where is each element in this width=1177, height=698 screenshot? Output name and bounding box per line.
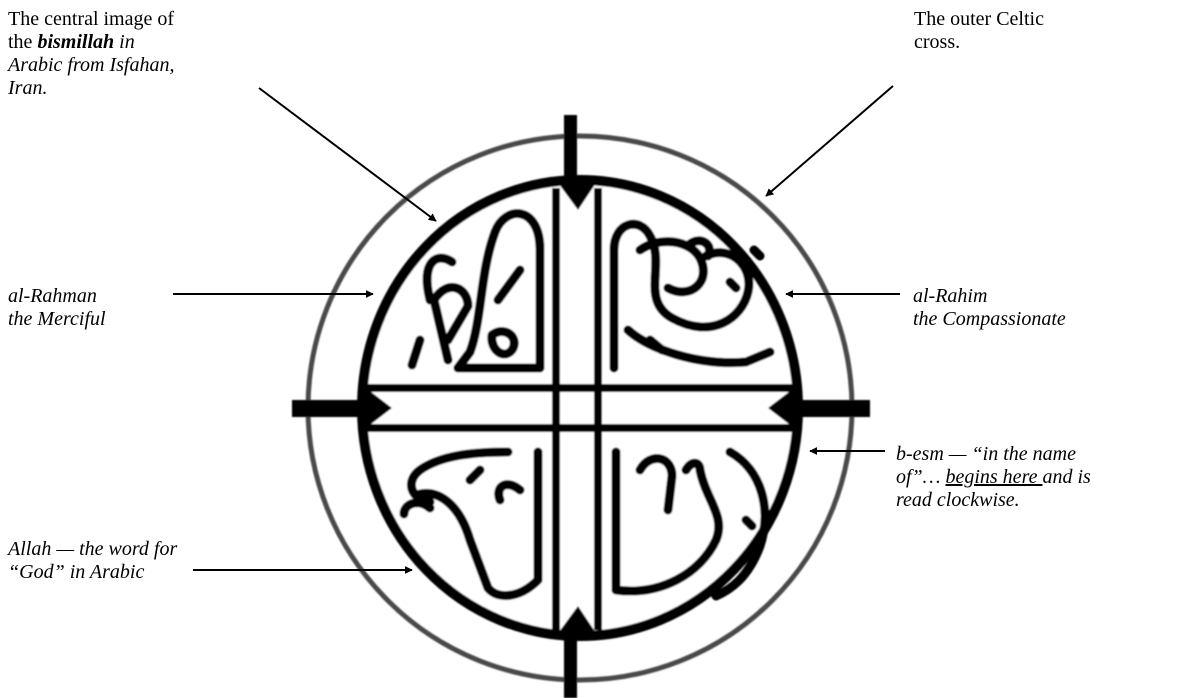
label-besm-line1: b-esm — “in the name — [896, 443, 1091, 466]
label-central-line1: The central image of — [8, 8, 174, 31]
label-celtic-line2: cross. — [914, 31, 1044, 54]
label-central-line2: the bismillah in — [8, 31, 174, 54]
arrow-central — [259, 88, 436, 221]
label-b-esm: b-esm — “in the name of”… begins here an… — [896, 443, 1091, 512]
label-central-line3: Arabic from Isfahan, — [8, 54, 174, 77]
label-allah-line2: “God” in Arabic — [8, 561, 177, 584]
label-al-rahim: al-Rahim the Compassionate — [913, 285, 1066, 331]
label-central-line4: Iran. — [8, 77, 174, 100]
begins-here-text: begins here — [945, 466, 1042, 488]
label-rahim-line2: the Compassionate — [913, 308, 1066, 331]
label-celtic-line1: The outer Celtic — [914, 8, 1044, 31]
label-allah-line1: Allah — the word for — [8, 538, 177, 561]
label-rahim-line1: al-Rahim — [913, 285, 1066, 308]
label-besm-line2: of”… begins here and is — [896, 466, 1091, 489]
arrow-celtic — [766, 86, 893, 196]
label-allah: Allah — the word for “God” in Arabic — [8, 538, 177, 584]
label-central-image: The central image of the bismillah in Ar… — [8, 8, 174, 100]
label-rahman-line2: the Merciful — [8, 308, 106, 331]
label-rahman-line1: al-Rahman — [8, 285, 106, 308]
label-besm-line3: read clockwise. — [896, 489, 1091, 512]
label-celtic-cross: The outer Celtic cross. — [914, 8, 1044, 54]
label-al-rahman: al-Rahman the Merciful — [8, 285, 106, 331]
term-bismillah: bismillah — [37, 31, 114, 53]
